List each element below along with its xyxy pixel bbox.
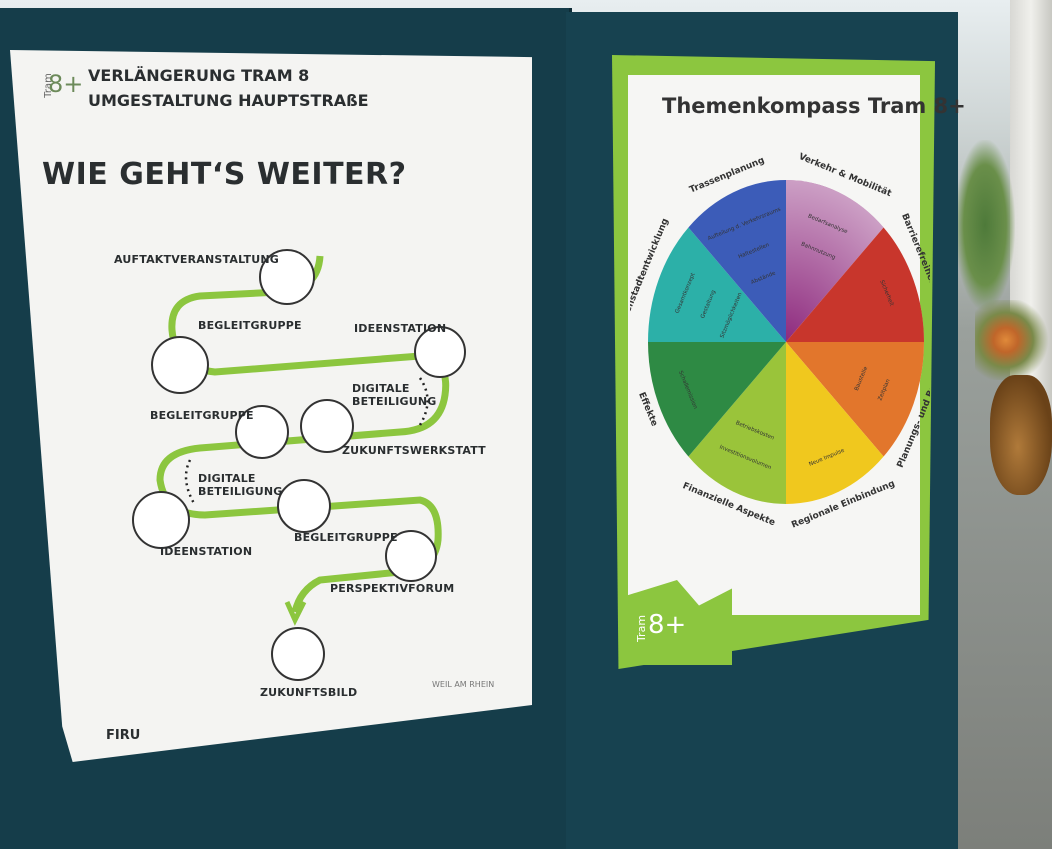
step-icon — [385, 530, 437, 582]
weil-am-rhein-logo: WEIL AM RHEIN — [432, 680, 495, 689]
poster-title-line2: UMGESTALTUNG HAUPTSTRAßE — [88, 91, 369, 110]
step-label: ZUKUNFTSBILD — [260, 686, 358, 699]
poster-heading: WIE GEHT‘S WEITER? — [42, 157, 407, 192]
step-icon — [300, 399, 354, 453]
step-label: BEGLEITGRUPPE — [294, 531, 398, 544]
step-icon — [151, 336, 209, 394]
compass-segment — [786, 227, 924, 342]
step-icon — [271, 627, 325, 681]
tram-logo-corner: Tram 8+ — [622, 580, 732, 665]
step-label: IDEENSTATION — [354, 322, 447, 335]
step-icon — [235, 405, 289, 459]
step-icon — [414, 326, 466, 378]
step-label: BEGLEITGRUPPE — [198, 319, 302, 332]
step-label: IDEENSTATION — [160, 545, 253, 558]
compass-segment-label: Effekte — [636, 391, 659, 428]
plant — [955, 140, 1015, 310]
compass-segment — [688, 180, 786, 342]
tram-logo: Tram 8+ — [42, 70, 84, 98]
step-label: DIGITALE BETEILIGUNG — [352, 382, 437, 408]
vase — [990, 375, 1052, 495]
compass-segment — [786, 342, 884, 504]
step-label: ZUKUNFTSWERKSTATT — [342, 444, 486, 457]
compass-segment — [648, 342, 786, 457]
poster-title-line1: VERLÄNGERUNG TRAM 8 — [88, 66, 310, 85]
firu-logo: FIRU — [106, 728, 141, 743]
step-icon — [259, 249, 315, 305]
compass-segment — [688, 342, 786, 504]
step-icon — [277, 479, 331, 533]
step-label: DIGITALE BETEILIGUNG — [198, 472, 283, 498]
roadmap-graphic — [132, 249, 466, 681]
step-label: AUFTAKTVERANSTALTUNG — [114, 253, 279, 266]
flowers — [975, 300, 1052, 380]
step-label: PERSPEKTIVFORUM — [330, 582, 455, 595]
compass-segment — [786, 342, 924, 457]
step-icon — [132, 491, 190, 549]
compass-wheel: Verkehr & MobilitätBedarfsanalyseBahnnut… — [630, 152, 930, 530]
compass-segment — [648, 227, 786, 342]
compass-title: Themenkompass Tram 8+ — [662, 94, 966, 118]
step-label: BEGLEITGRUPPE — [150, 409, 254, 422]
